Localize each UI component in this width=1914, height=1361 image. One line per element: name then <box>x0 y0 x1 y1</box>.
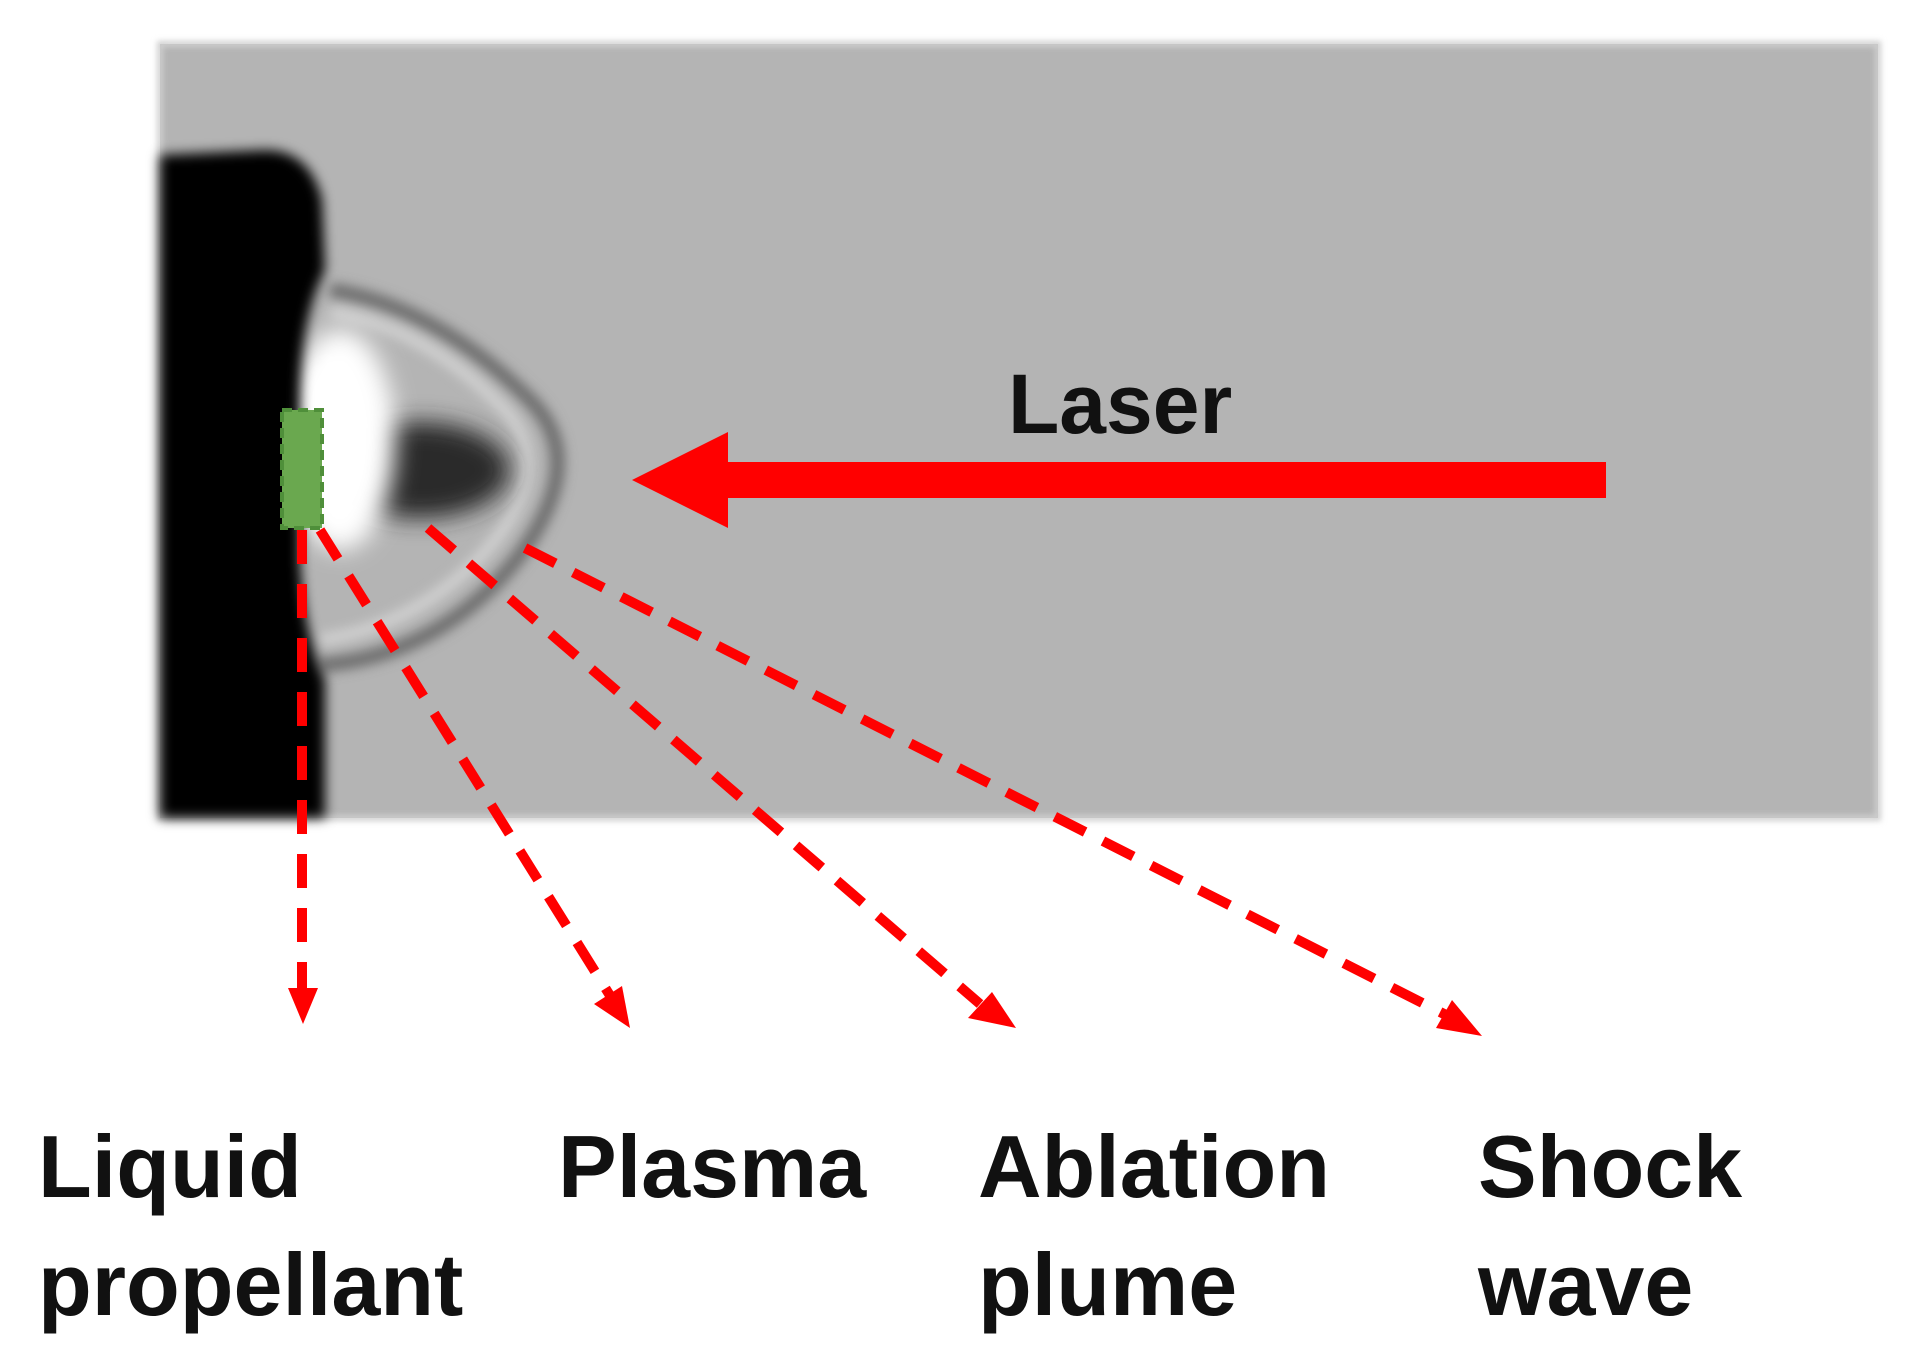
ablation-plume-label-line-2: plume <box>978 1235 1238 1334</box>
laser-label: Laser <box>1008 357 1233 451</box>
liquid-propellant-label: Liquid propellant <box>38 1108 463 1344</box>
ablation-plume-label-line-1: Ablation <box>978 1117 1330 1216</box>
liquid-propellant-label-line-1: Liquid <box>38 1117 302 1216</box>
ablation-plume-arrowhead <box>968 992 1016 1028</box>
ablation-plume-pointer <box>424 524 984 1008</box>
plasma-label-line-1: Plasma <box>558 1117 867 1216</box>
plasma-pointer <box>315 527 619 1005</box>
liquid-propellant-label-line-2: propellant <box>38 1235 464 1334</box>
liquid-propellant-arrowhead <box>288 988 318 1024</box>
pointer-arrowheads <box>288 986 1482 1036</box>
shock-wave-arrowhead <box>1436 1000 1482 1036</box>
propellant-marker <box>282 410 322 528</box>
shock-wave-ring <box>319 283 565 672</box>
shock-wave-label: Shock wave <box>1478 1108 1742 1344</box>
shock-wave-pointer <box>522 543 1451 1021</box>
shock-wave-label-line-2: wave <box>1478 1235 1694 1334</box>
plasma-arrowhead <box>594 986 630 1028</box>
laser-arrow <box>632 432 1606 528</box>
ablation-plume-label: Ablation plume <box>978 1108 1330 1344</box>
pointer-arrows <box>297 524 1451 1021</box>
shadowgraph-image <box>157 41 1881 821</box>
plasma-label: Plasma <box>558 1108 866 1226</box>
target-block <box>160 150 325 818</box>
shock-wave-label-line-1: Shock <box>1478 1117 1743 1216</box>
